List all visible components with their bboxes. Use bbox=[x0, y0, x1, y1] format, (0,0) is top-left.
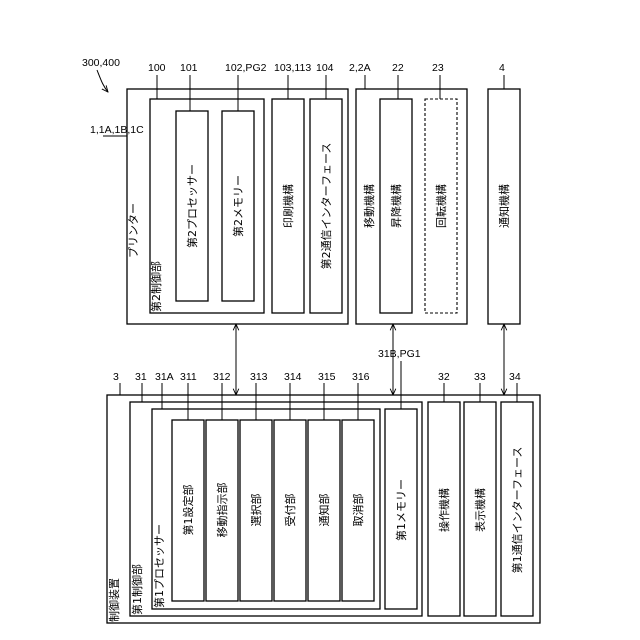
first-processor-label: 第1プロセッサー bbox=[152, 524, 166, 608]
unit-label-312: 移動指示部 bbox=[215, 483, 229, 538]
unit-ref-311: 311 bbox=[180, 371, 197, 383]
unit-ref-313: 313 bbox=[250, 371, 268, 383]
moving-ref: 2,2A bbox=[349, 62, 371, 74]
second-processor-label: 第2プロセッサー bbox=[185, 164, 199, 248]
lift-ref: 22 bbox=[392, 62, 404, 74]
unit-label-313: 選択部 bbox=[249, 494, 263, 527]
second-control-label: 第2制御部 bbox=[149, 261, 163, 312]
first-control-box bbox=[130, 402, 422, 616]
first-control-ref: 31 bbox=[135, 371, 147, 383]
figure-ref-arrow bbox=[97, 70, 108, 92]
second-comm-if-label: 第2通信インターフェース bbox=[319, 143, 333, 270]
printer-label: プリンター bbox=[127, 203, 140, 258]
first-comm-if-ref: 34 bbox=[509, 371, 521, 383]
second-comm-if-ref: 104 bbox=[316, 62, 334, 74]
second-control-ref: 100 bbox=[148, 62, 166, 74]
unit-ref-312: 312 bbox=[213, 371, 231, 383]
controller-label: 制御装置 bbox=[107, 578, 121, 622]
notify-label: 通知機構 bbox=[497, 184, 511, 228]
first-processor-ref: 31A bbox=[155, 371, 174, 383]
second-memory-ref: 102,PG2 bbox=[225, 62, 267, 74]
unit-ref-316: 316 bbox=[352, 371, 370, 383]
unit-label-315: 通知部 bbox=[317, 494, 331, 527]
controller-ref: 3 bbox=[113, 371, 119, 383]
lift-label: 昇降機構 bbox=[389, 184, 403, 228]
second-memory-label: 第2メモリー bbox=[231, 175, 245, 237]
operation-label: 操作機構 bbox=[437, 488, 451, 532]
operation-ref: 32 bbox=[438, 371, 450, 383]
rotate-label: 回転機構 bbox=[434, 184, 448, 228]
first-comm-if-label: 第1通信インターフェース bbox=[510, 447, 524, 574]
first-memory-label: 第1メモリー bbox=[394, 479, 408, 541]
second-processor-ref: 101 bbox=[180, 62, 198, 74]
unit-ref-314: 314 bbox=[284, 371, 302, 383]
notify-ref: 4 bbox=[499, 62, 505, 74]
first-control-label: 第1制御部 bbox=[130, 564, 144, 615]
moving-label: 移動機構 bbox=[362, 184, 376, 228]
display-ref: 33 bbox=[474, 371, 486, 383]
unit-label-314: 受付部 bbox=[283, 494, 297, 527]
printer-ref: 1,1A,1B,1C bbox=[90, 124, 144, 136]
figure-ref: 300,400 bbox=[82, 57, 120, 69]
unit-label-316: 取消部 bbox=[351, 494, 365, 527]
rotate-ref: 23 bbox=[432, 62, 444, 74]
print-mech-label: 印刷機構 bbox=[281, 184, 295, 228]
unit-label-311: 第1設定部 bbox=[181, 485, 195, 536]
print-mech-ref: 103,113 bbox=[274, 62, 311, 74]
unit-ref-315: 315 bbox=[318, 371, 336, 383]
first-memory-ref: 31B,PG1 bbox=[378, 348, 421, 360]
display-label: 表示機構 bbox=[473, 488, 487, 532]
second-control-box bbox=[150, 99, 264, 313]
